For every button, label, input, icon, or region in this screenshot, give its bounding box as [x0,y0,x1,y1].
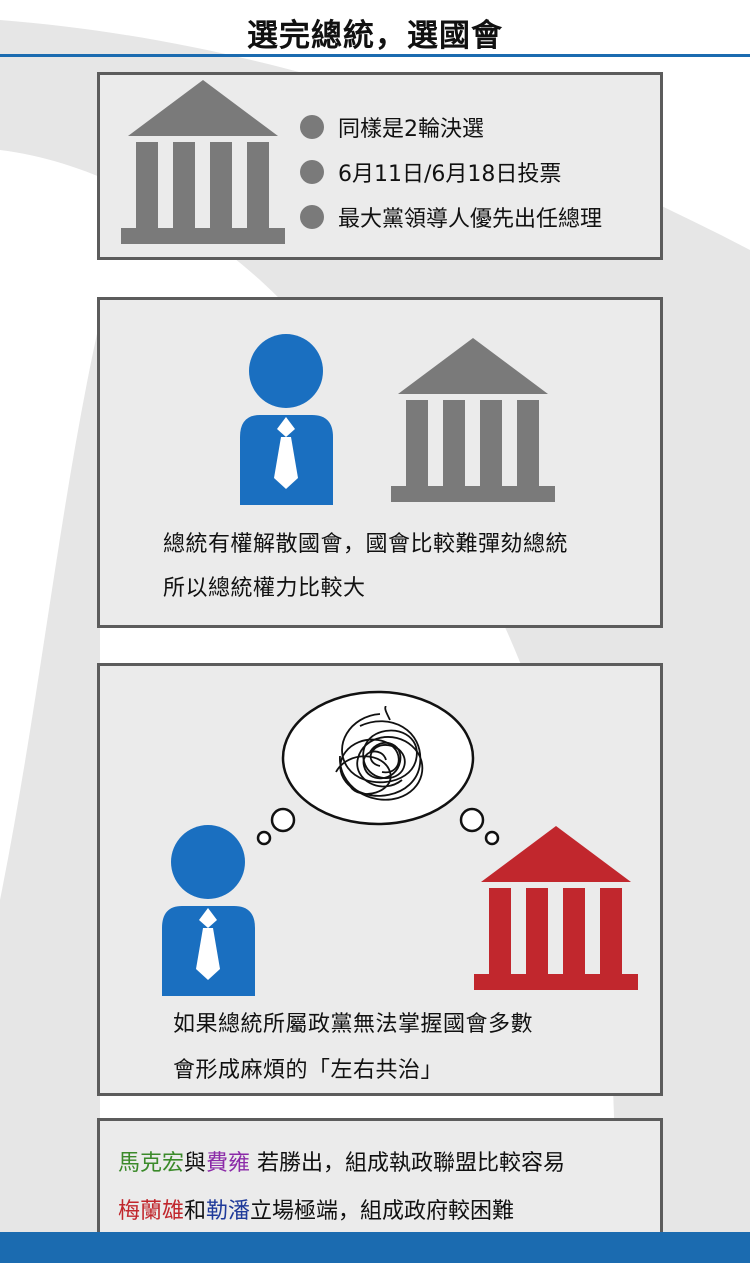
candidates-text: 若勝出，組成執政聯盟比較容易 [250,1151,566,1176]
bullet-item: 最大黨領導人優先出任總理 [300,202,602,232]
panel-text-line: 總統有權解散國會，國會比較難彈劾總統 [163,532,569,557]
footer-bar [0,1232,750,1263]
candidate-name: 梅蘭雄 [118,1199,185,1224]
candidate-name: 馬克宏 [118,1151,185,1176]
conjunction: 與 [184,1151,207,1176]
panel-text-line: 所以總統權力比較大 [163,576,366,601]
bullet-item: 同樣是2輪決選 [300,112,484,142]
panel-text-line: 如果總統所屬政黨無法掌握國會多數 [173,1012,534,1037]
scribble-icon [335,706,424,801]
parliament-building-icon [474,826,638,990]
thought-bubble-icon [256,690,500,846]
bullet-dot-icon [300,205,324,229]
candidate-name: 費雍 [206,1151,251,1176]
person-icon [162,825,255,996]
candidates-text: 立場極端，組成政府較困難 [250,1199,515,1224]
title-rule [0,54,750,57]
election-info-panel: 同樣是2輪決選 6月11日/6月18日投票 最大黨領導人優先出任總理 [97,72,663,260]
candidates-line: 馬克宏與費雍 若勝出，組成執政聯盟比較容易 [118,1145,565,1177]
candidates-line: 梅蘭雄和勒潘立場極端，組成政府較困難 [118,1193,514,1225]
person-icon [240,334,333,505]
parliament-building-icon [391,338,555,502]
candidate-name: 勒潘 [206,1199,251,1224]
conjunction: 和 [184,1199,207,1224]
page-title: 選完總統，選國會 [247,18,503,54]
bullet-dot-icon [300,115,324,139]
panel-text-line: 會形成麻煩的「左右共治」 [173,1058,444,1083]
bullet-item: 6月11日/6月18日投票 [300,157,561,187]
cohabitation-panel: 如果總統所屬政黨無法掌握國會多數 會形成麻煩的「左右共治」 [97,663,663,1096]
bullet-dot-icon [300,160,324,184]
candidates-panel: 馬克宏與費雍 若勝出，組成執政聯盟比較容易 梅蘭雄和勒潘立場極端，組成政府較困難 [97,1118,663,1248]
parliament-building-icon [121,80,285,244]
president-power-panel: 總統有權解散國會，國會比較難彈劾總統 所以總統權力比較大 [97,297,663,628]
